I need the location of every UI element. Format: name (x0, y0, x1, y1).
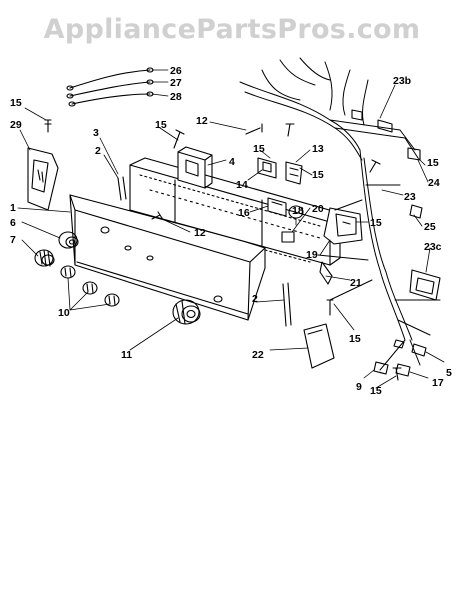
part-callout-22: 22 (252, 349, 264, 361)
part-callout-18: 18 (292, 205, 304, 217)
switch-14 (257, 157, 277, 179)
part-callout-15: 15 (312, 169, 324, 181)
socket-20 (281, 231, 295, 243)
part-callout-23c: 23c (424, 241, 442, 253)
part-callout-23b: 23b (393, 75, 411, 87)
part-callout-13: 13 (312, 143, 324, 155)
part-callout-2: 2 (252, 293, 258, 305)
knob-11 (172, 299, 201, 325)
part-callout-2: 2 (95, 145, 101, 157)
part-callout-15: 15 (370, 217, 382, 229)
part-callout-6: 6 (10, 217, 16, 229)
switch-13 (285, 161, 303, 185)
knob-6 (58, 231, 79, 249)
part-callout-5: 5 (446, 367, 452, 379)
spacer-rods (117, 176, 292, 327)
part-callout-15: 15 (155, 119, 167, 131)
switch-16 (267, 197, 287, 217)
part-callout-12: 12 (194, 227, 206, 239)
part-callout-14: 14 (236, 179, 248, 191)
part-callout-24: 24 (428, 177, 440, 189)
part-callout-15: 15 (370, 385, 382, 397)
part-callout-15: 15 (10, 97, 22, 109)
part-callout-4: 4 (229, 156, 235, 168)
part-callout-9: 9 (356, 381, 362, 393)
part-callout-21: 21 (350, 277, 362, 289)
part-callout-27: 27 (170, 77, 182, 89)
part-callout-15: 15 (349, 333, 361, 345)
part-callout-29: 29 (10, 119, 22, 131)
part-callout-11: 11 (121, 349, 132, 361)
part-callout-1: 1 (10, 202, 16, 214)
latch-21 (319, 261, 333, 285)
jumper-wires (66, 67, 154, 107)
part-callout-17: 17 (432, 377, 444, 389)
part-callout-28: 28 (170, 91, 182, 103)
part-callout-19: 19 (306, 249, 318, 261)
part-callout-15: 15 (253, 143, 265, 155)
part-callout-7: 7 (10, 234, 16, 246)
timer-19 (323, 207, 363, 245)
part-callout-10: 10 (58, 307, 70, 319)
screws (151, 123, 402, 381)
part-callout-3: 3 (93, 127, 99, 139)
part-callout-26: 26 (170, 65, 182, 77)
end-cap-left (27, 147, 59, 211)
part-callout-23: 23 (404, 191, 416, 203)
part-callout-12: 12 (196, 115, 208, 127)
end-cap-right (303, 323, 335, 369)
part-callout-16: 16 (238, 207, 250, 219)
leader-lines (17, 69, 445, 389)
part-callout-20: 20 (312, 203, 324, 215)
part-callout-25: 25 (424, 221, 436, 233)
knob-10 (60, 265, 120, 307)
bracket-4 (177, 146, 213, 189)
harness-connectors (351, 109, 441, 377)
screw (44, 119, 52, 133)
watermark-text: AppliancePartsPros.com (43, 14, 421, 45)
knob-7 (34, 249, 55, 267)
part-callout-15: 15 (427, 157, 439, 169)
wire-harness (239, 57, 441, 371)
